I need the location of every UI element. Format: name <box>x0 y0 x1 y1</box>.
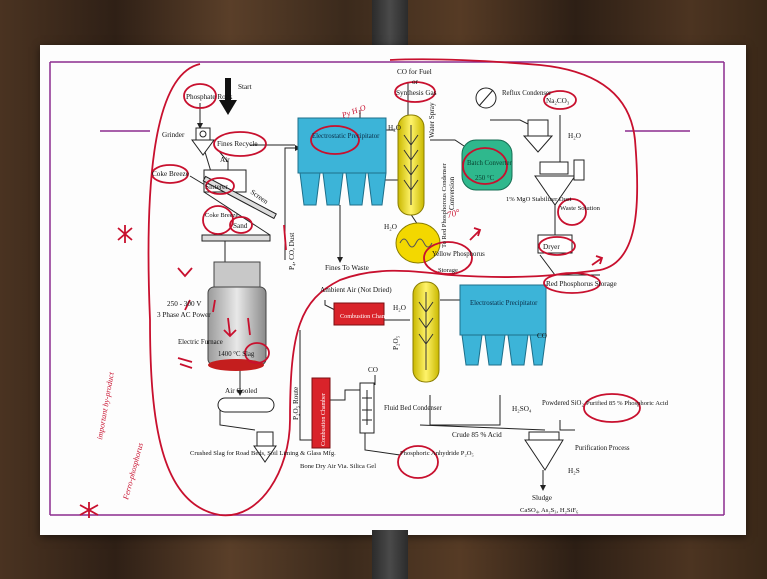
fines-to-waste-label: Fines To Waste <box>325 264 369 272</box>
h2o-1-label: H₂O <box>388 124 401 132</box>
fluid-bed-condenser <box>360 383 374 433</box>
electrostatic-precipitator-1 <box>298 118 386 205</box>
or-label: or <box>412 78 419 86</box>
precipitator-1-label: Electrostatic Precipitator <box>312 133 380 140</box>
mgo-stabilizer-label: 1% MgO Stabilizer Dust <box>506 196 572 203</box>
bone-dry-air-label: Bone Dry Air Via. Silica Gel <box>300 463 376 470</box>
crushed-slag-label: Crushed Slag for Road Beds, Soil Liming … <box>190 450 336 457</box>
reflux-condenser-label: Reflux Condenser <box>502 90 552 97</box>
conversion-label: Conversion <box>448 176 456 210</box>
h2so4-label: H₂SO₄ <box>512 405 532 413</box>
grinder-unit <box>192 128 214 155</box>
synthesis-gas-label: Synthesis Gas <box>396 89 437 97</box>
yellow-column-2 <box>413 282 439 382</box>
ambient-air-label: Ambient Air (Not Dried) <box>320 286 392 294</box>
red-phosphorus-storage-label: Red Phosphorus Storage <box>546 280 617 288</box>
grinder-label: Grinder <box>162 131 185 139</box>
fines-recycle-label: Fines Recycle <box>217 140 258 148</box>
yellow-condenser-column <box>398 115 424 215</box>
fluid-bed-condenser-label: Fluid Bed Condenser <box>384 405 443 412</box>
h2o-4-label: H₂O <box>393 304 406 312</box>
phosphoric-anhydride-label: Phosphoric Anhydride P₂O₅ <box>400 450 474 457</box>
slag-grinder <box>254 432 276 462</box>
purification-funnel <box>525 432 563 470</box>
coke-breeze-label: Coke Breeze <box>152 170 189 178</box>
yellow-phosphorus-label: Yellow Phosphorus <box>432 251 485 258</box>
electrostatic-precipitator-2 <box>460 285 546 365</box>
co-1-label: CO <box>537 332 547 340</box>
ac-power-label: 3 Phase AC Power <box>157 311 211 319</box>
voltage-label: 250 - 300 V <box>167 300 202 308</box>
h2o-2-label: H₂O <box>384 223 397 231</box>
air-cooled-label: Air Cooled <box>225 387 258 395</box>
purified-acid-label: Purified 85 % Phosphoric Acid <box>586 400 669 407</box>
h2s-label: H₂S <box>568 467 580 475</box>
waste-solution-label: Waste Solution <box>560 205 601 212</box>
h2o-3-label: H₂O <box>568 132 581 140</box>
purification-process-label: Purification Process <box>575 445 630 452</box>
water-spray-label: Water Spray <box>428 102 436 138</box>
air-label: Air <box>220 156 230 164</box>
important-annotation: important by-product <box>95 371 116 441</box>
p4-co-dust-label: P₄, CO, Dust <box>288 233 296 270</box>
sand-label: Sand <box>233 222 248 230</box>
slag-label: 1400 °C Slag <box>218 351 255 358</box>
sludge-contents-label: CaSO₄, As₂S₃, H₂SiF₆ <box>520 507 578 514</box>
crude-acid-label: Crude 85 % Acid <box>452 431 502 439</box>
coke-breeze-2-label: Coke Breeze <box>205 212 239 219</box>
batch-temp-label: 250 °C <box>475 175 495 182</box>
batch-converter-label: Batch Converter <box>467 160 512 167</box>
precipitator-2-label: Electrostatic Precipitator <box>470 300 538 307</box>
p2o5-label: P₂O₅ <box>392 335 400 350</box>
combustion-chamber-2-label: Combustion Chamber <box>321 393 327 446</box>
sinterer-label: Sinterer <box>205 183 228 191</box>
powdered-sio2-label: Powdered SiO₂ <box>542 400 584 407</box>
co-for-fuel-label: CO for Fuel <box>397 68 432 76</box>
co-2-label: CO <box>368 366 378 374</box>
ferro-annotation: Ferro-phosphorus <box>121 442 145 502</box>
to-red-condenser-label: To Red Phosphorous Condenser <box>441 162 448 248</box>
na2co3-label: Na₂CO₃ <box>546 97 570 105</box>
combustion-chamber-1-label: Combustion Chamber <box>340 313 394 320</box>
sludge-label: Sludge <box>532 494 552 502</box>
phosphate-rock-label: Phosphate Rock <box>186 93 233 101</box>
electric-furnace-label: Electric Furnace <box>178 339 223 346</box>
start-label: Start <box>238 83 252 91</box>
storage-label: Storage <box>438 267 458 274</box>
p2o5-route-label: P₂O₅ Route <box>292 387 300 420</box>
dryer-label: Dryer <box>543 243 560 251</box>
seventy-annotation: 70° <box>446 207 461 220</box>
